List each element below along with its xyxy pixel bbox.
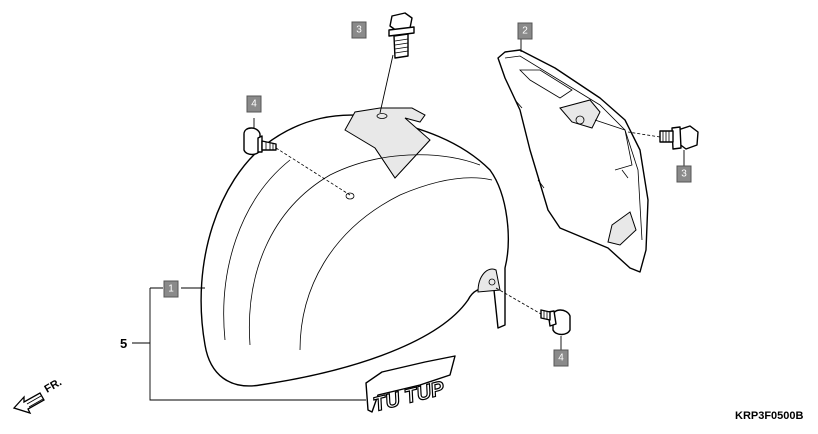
drawing-code: KRP3F0500B xyxy=(735,410,804,422)
tuftup-emblem: TU TUP xyxy=(365,355,456,417)
svg-text:4: 4 xyxy=(558,353,564,364)
callout-3-right: 3 xyxy=(676,165,692,183)
svg-text:1: 1 xyxy=(168,284,174,295)
svg-text:4: 4 xyxy=(251,99,257,110)
svg-text:3: 3 xyxy=(356,25,362,36)
callout-4-left: 4 xyxy=(246,95,262,113)
callout-1: 1 xyxy=(163,280,179,298)
screw-4-bottom xyxy=(540,309,571,336)
group-number: 5 xyxy=(120,336,127,351)
callout-4-bottom: 4 xyxy=(553,349,569,367)
bolt-3-top xyxy=(388,12,415,59)
front-fender xyxy=(200,107,509,387)
callout-3-top: 3 xyxy=(351,21,367,39)
svg-text:2: 2 xyxy=(522,26,528,37)
front-direction-arrow: FR. xyxy=(12,376,64,415)
callout-2: 2 xyxy=(517,22,533,40)
leader-lines xyxy=(132,39,685,401)
inner-fender-panel xyxy=(497,49,649,273)
bolt-3-right xyxy=(659,125,699,150)
screw-4-left xyxy=(243,127,277,156)
fr-label: FR. xyxy=(43,376,64,395)
svg-text:3: 3 xyxy=(681,169,687,180)
